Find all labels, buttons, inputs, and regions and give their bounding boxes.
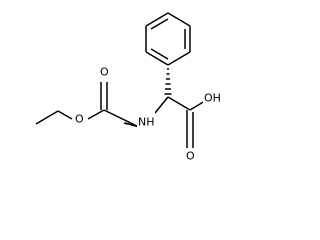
atom-label-nh: NH <box>138 116 155 129</box>
bond-alpha-to-nh <box>154 96 169 114</box>
mask-ester-o <box>73 110 87 128</box>
bond-ester-o-to-ch2 <box>57 110 73 120</box>
atom-label-ester-o: O <box>75 113 84 126</box>
atom-label-carbamate-carbonyl-o: O <box>100 66 109 79</box>
ring-double-bond-inner <box>150 18 169 30</box>
atom-label-oh: OH <box>204 92 221 105</box>
bond-carbamate-to-ester-o <box>87 109 105 120</box>
bond-ch2-to-ch3 <box>35 110 59 125</box>
hashed-wedge-bond <box>164 68 172 95</box>
bond-alpha-to-carboxyl <box>167 96 191 111</box>
mask-nh <box>137 112 155 132</box>
ring-bond <box>145 12 169 27</box>
phenyl-ring <box>145 12 191 66</box>
mask-oh <box>203 89 223 107</box>
ring-bond <box>167 12 191 27</box>
mask-carbamate-o <box>96 64 112 80</box>
mask-acid-o <box>183 148 199 164</box>
atom-label-acid-carbonyl-o: O <box>186 150 195 163</box>
ring-bond <box>145 51 169 66</box>
bond-carbamate-to-nh-main <box>103 109 140 128</box>
bond-carboxyl-to-oh <box>189 100 206 111</box>
ring-double-bond-inner <box>150 48 169 60</box>
ring-bond <box>167 51 191 66</box>
chemical-structure-diagram: O O NH OH O <box>35 12 223 164</box>
